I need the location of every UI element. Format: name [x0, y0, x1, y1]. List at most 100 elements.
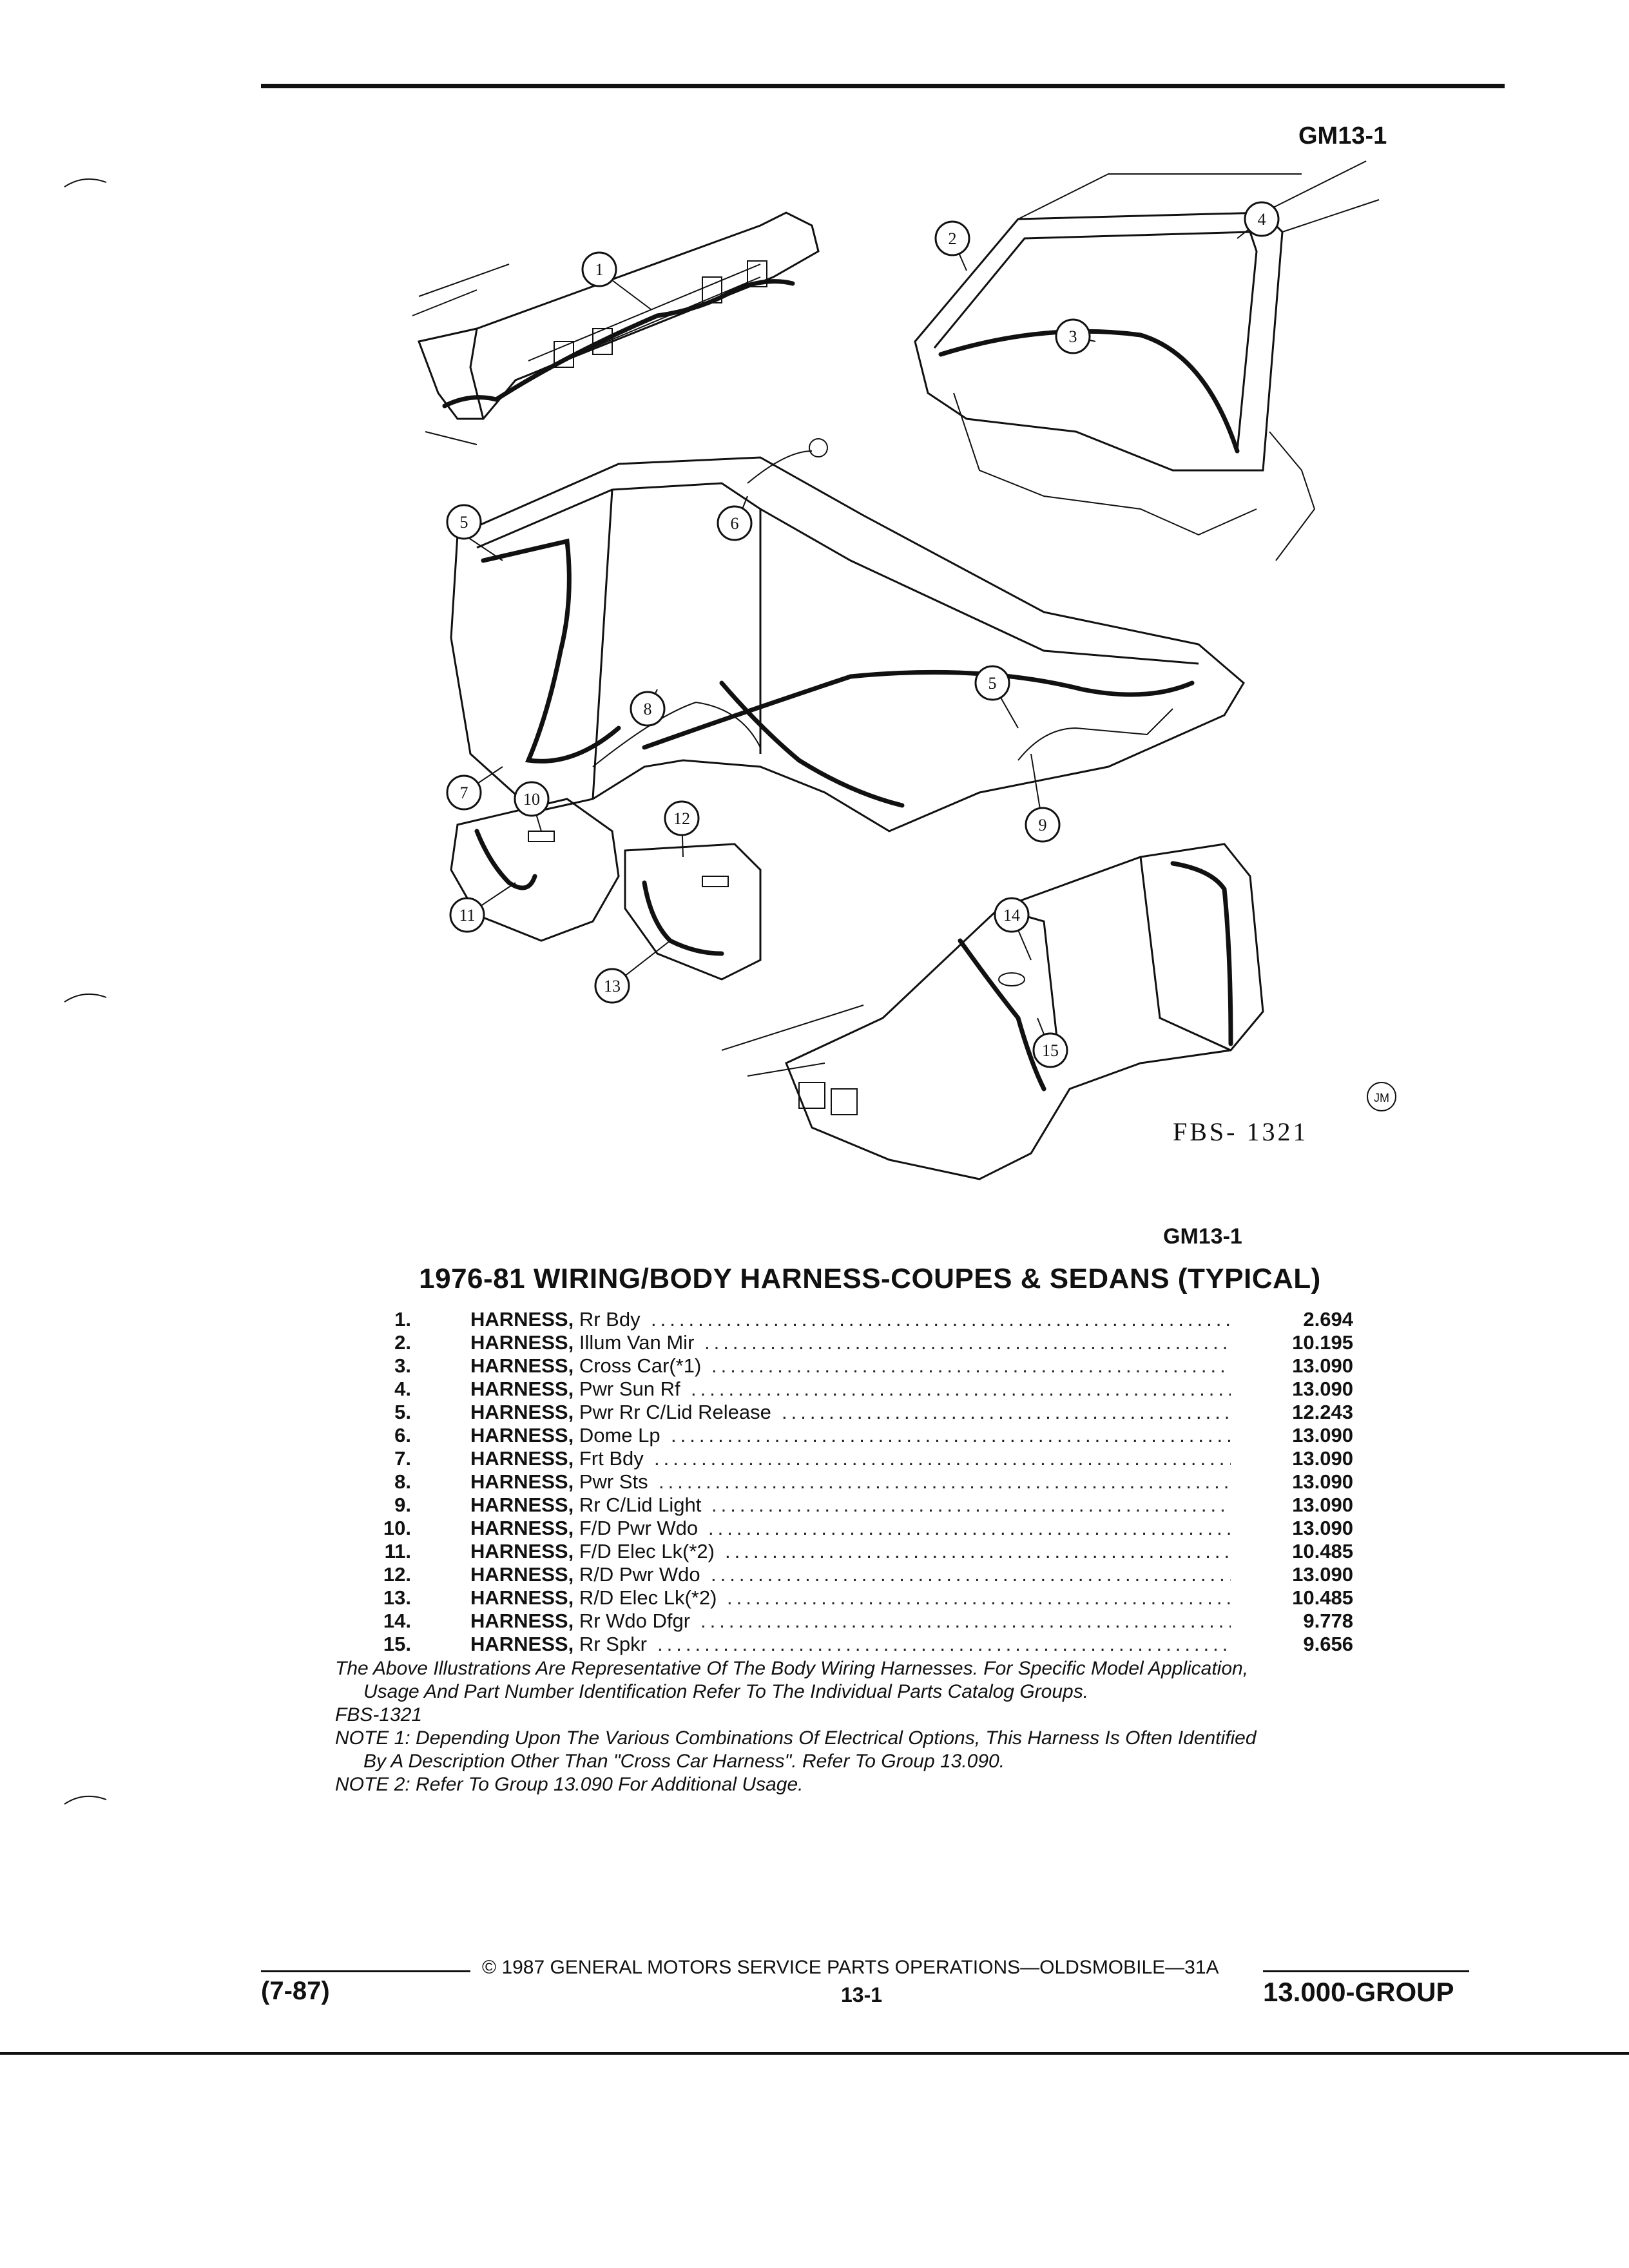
svg-text:9: 9	[1039, 816, 1047, 834]
callout-7: 7	[446, 774, 482, 811]
part-number: 8.	[394, 1470, 411, 1493]
footer-page-number: 13-1	[841, 1983, 883, 2006]
part-number: 5.	[394, 1401, 411, 1423]
part-description: Rr Bdy	[579, 1308, 641, 1331]
leader-dots: ........................................…	[691, 1378, 1231, 1400]
svg-text:1: 1	[595, 260, 604, 279]
part-number: 15.	[383, 1633, 411, 1655]
leader-dots: ........................................…	[725, 1540, 1231, 1562]
leader-dots: ........................................…	[727, 1586, 1231, 1609]
group-number: 10.485	[1292, 1540, 1353, 1562]
callout-markers: 1 2 3 4 5 6 5 7 8 9 10 12 11 13 14 15	[446, 201, 1280, 1068]
drawing-code: FBS- 1321	[1173, 1117, 1309, 1146]
part-number: 3.	[394, 1354, 411, 1377]
part-row: 9.HARNESS, Rr C/Lid Light...............…	[361, 1494, 1353, 1517]
callout-1: 1	[581, 251, 617, 287]
parts-list: 1.HARNESS, Rr Bdy.......................…	[361, 1308, 1353, 1656]
part-name-label: HARNESS,	[470, 1610, 574, 1632]
note-line: FBS-1321	[335, 1704, 423, 1725]
group-number: 13.090	[1292, 1354, 1353, 1377]
figure-caption-id: GM13-1	[1163, 1224, 1242, 1249]
rear-door-drawing	[624, 843, 762, 981]
svg-text:8: 8	[644, 700, 652, 718]
part-row: 10.HARNESS, F/D Pwr Wdo.................…	[361, 1517, 1353, 1540]
svg-text:2: 2	[949, 229, 957, 248]
part-name: HARNESS, Illum Van Mir	[470, 1331, 694, 1354]
notes-block: The Above Illustrations Are Representati…	[335, 1657, 1482, 1796]
part-name-label: HARNESS,	[470, 1494, 574, 1516]
rear-deck-drawing	[412, 211, 820, 445]
note-line: NOTE 2: Refer To Group 13.090 For Additi…	[335, 1774, 804, 1795]
footer-rule-right	[1263, 1970, 1469, 1972]
part-name-label: HARNESS,	[470, 1401, 574, 1423]
part-name: HARNESS, Frt Bdy	[470, 1447, 644, 1470]
part-row: 11. HARNESS, F/D Elec Lk(*2).............…	[361, 1540, 1353, 1563]
leader-dots: ........................................…	[782, 1401, 1231, 1423]
part-description: Cross Car(*1)	[579, 1354, 702, 1377]
part-description: Rr C/Lid Light	[579, 1494, 702, 1516]
wiring-harness-illustration: 1 2 3 4 5 6 5 7 8 9 10 12 11 13 14 15 FB…	[412, 160, 1396, 1180]
part-description: Illum Van Mir	[579, 1331, 695, 1354]
group-number: 10.485	[1292, 1586, 1353, 1609]
part-name: HARNESS, Pwr Sun Rf	[470, 1378, 680, 1401]
leader-dots: ........................................…	[704, 1331, 1231, 1354]
part-name: HARNESS, R/D Pwr Wdo	[470, 1563, 700, 1586]
leader-dots: ........................................…	[659, 1470, 1231, 1493]
group-number: 13.090	[1292, 1517, 1353, 1539]
margin-marks	[64, 178, 107, 1805]
part-name-label: HARNESS,	[470, 1447, 574, 1470]
part-row: 1.HARNESS, Rr Bdy.......................…	[361, 1308, 1353, 1331]
group-number: 2.694	[1303, 1308, 1353, 1331]
footer-rule-left	[261, 1970, 470, 1972]
group-number: 9.656	[1303, 1633, 1353, 1655]
footer-date-code: (7-87)	[261, 1977, 330, 2005]
callout-4: 4	[1244, 201, 1280, 237]
part-name-label: HARNESS,	[470, 1540, 574, 1562]
footer-group: 13.000-GROUP	[1263, 1977, 1454, 2007]
part-name: HARNESS, Rr Bdy	[470, 1308, 641, 1331]
part-row: 5. HARNESS, Pwr Rr C/Lid Release.........…	[361, 1401, 1353, 1424]
part-row: 12.HARNESS, R/D Pwr Wdo.................…	[361, 1563, 1353, 1586]
part-number: 14.	[383, 1610, 411, 1632]
leader-dots: ........................................…	[657, 1633, 1231, 1655]
note-line: The Above Illustrations Are Representati…	[335, 1658, 1249, 1679]
part-row: 7.HARNESS, Frt Bdy......................…	[361, 1447, 1353, 1470]
part-name-label: HARNESS,	[470, 1517, 574, 1539]
part-description: Pwr Rr C/Lid Release	[579, 1401, 771, 1423]
part-description: F/D Pwr Wdo	[579, 1517, 699, 1539]
note-line: By A Description Other Than "Cross Car H…	[363, 1751, 1005, 1772]
group-number: 13.090	[1292, 1563, 1353, 1586]
callout-5b: 5	[974, 665, 1010, 701]
svg-text:15: 15	[1042, 1041, 1059, 1060]
callout-15: 15	[1032, 1032, 1068, 1068]
group-number: 13.090	[1292, 1424, 1353, 1446]
part-description: Rr Spkr	[579, 1633, 647, 1655]
part-number: 11.	[384, 1540, 411, 1562]
leader-dots: ........................................…	[708, 1517, 1231, 1539]
part-row: 13.HARNESS, R/D Elec Lk(*2).............…	[361, 1586, 1353, 1610]
svg-text:5: 5	[460, 513, 468, 532]
artist-mark: JM	[1367, 1082, 1396, 1111]
part-number: 12.	[383, 1563, 411, 1586]
note-line: NOTE 1: Depending Upon The Various Combi…	[335, 1727, 1257, 1749]
part-name: HARNESS, F/D Pwr Wdo	[470, 1517, 698, 1540]
part-row: 14.HARNESS, Rr Wdo Dfgr.................…	[361, 1610, 1353, 1633]
part-row: 4.HARNESS, Pwr Sun Rf...................…	[361, 1378, 1353, 1401]
part-name: HARNESS, R/D Elec Lk(*2)	[470, 1586, 717, 1610]
part-name: HARNESS, Rr Wdo Dfgr	[470, 1610, 690, 1633]
callout-5a: 5	[446, 504, 482, 540]
part-name-label: HARNESS,	[470, 1586, 574, 1609]
group-number: 13.090	[1292, 1470, 1353, 1493]
svg-text:10: 10	[523, 790, 540, 809]
part-number: 2.	[394, 1331, 411, 1354]
part-description: Dome Lp	[579, 1424, 660, 1446]
part-name-label: HARNESS,	[470, 1308, 574, 1331]
part-description: Rr Wdo Dfgr	[579, 1610, 691, 1632]
svg-text:13: 13	[604, 977, 621, 995]
figure-id-header: GM13-1	[1298, 122, 1387, 149]
footer-copyright: © 1987 GENERAL MOTORS SERVICE PARTS OPER…	[482, 1957, 1219, 1978]
part-description: F/D Elec Lk(*2)	[579, 1540, 715, 1562]
part-name: HARNESS, Rr C/Lid Light	[470, 1494, 701, 1517]
group-number: 9.778	[1303, 1610, 1353, 1632]
part-description: R/D Elec Lk(*2)	[579, 1586, 717, 1609]
